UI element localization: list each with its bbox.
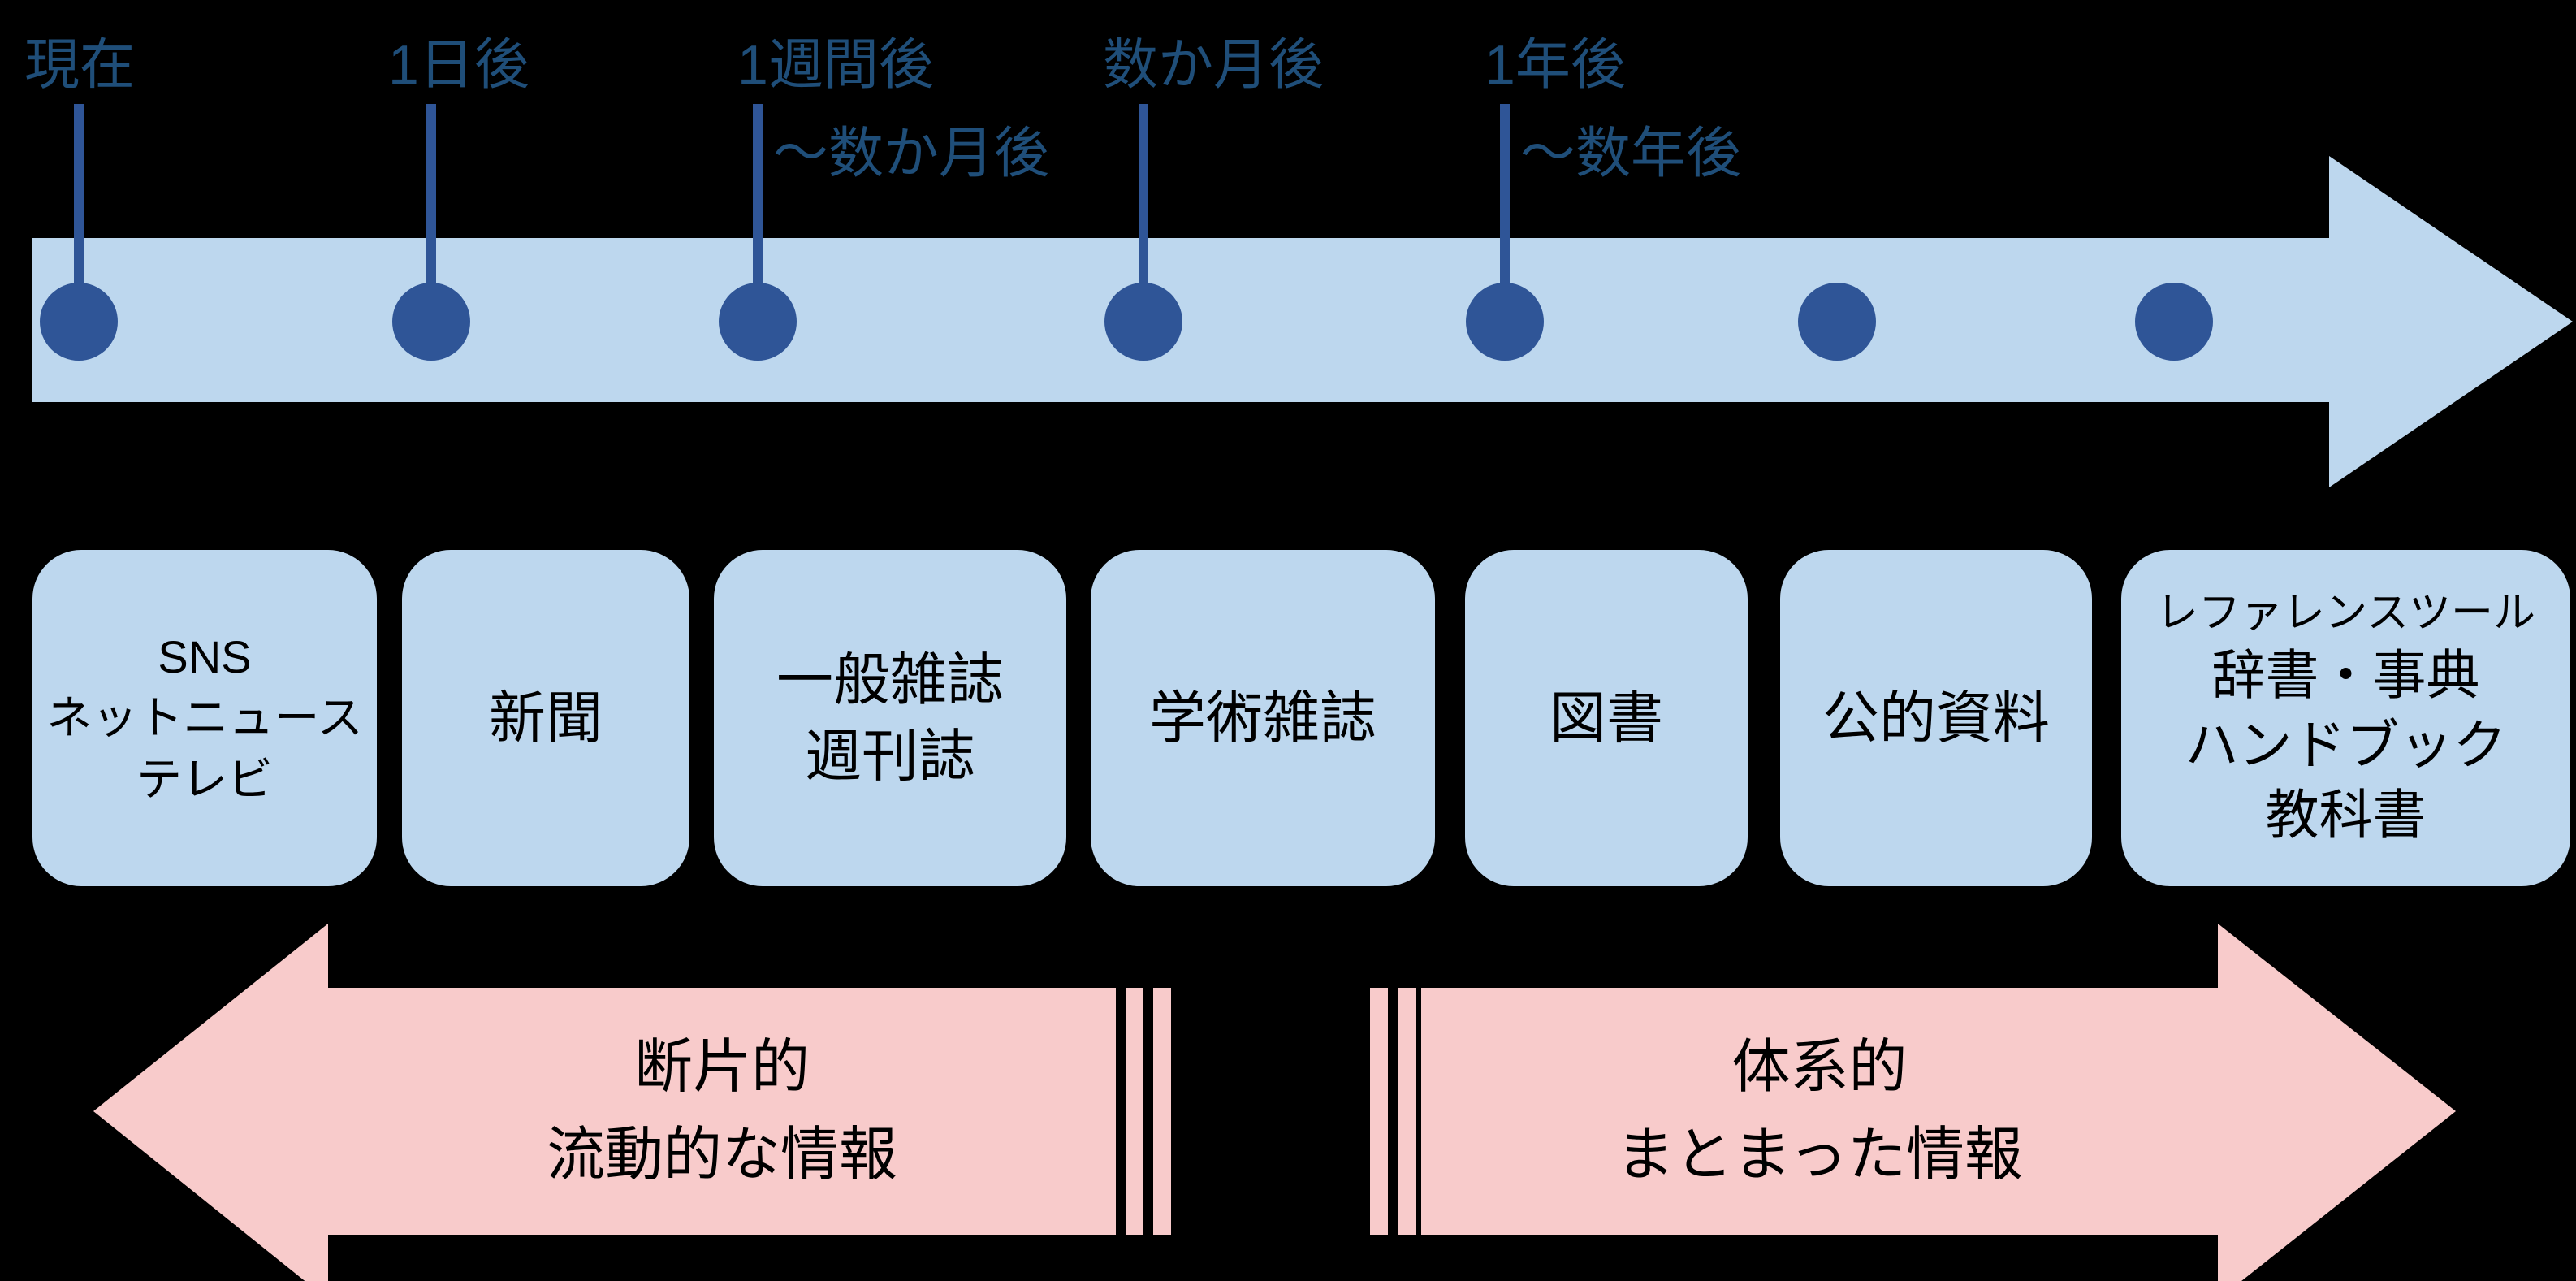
source-box-official-documents: 公的資料 <box>1780 550 2092 886</box>
timeline-label-months: 数か月後 <box>1103 21 1324 110</box>
timeline-tick <box>74 104 84 322</box>
source-box-magazines: 一般雑誌 週刊誌 <box>714 550 1066 886</box>
source-box-label: 公的資料 <box>1822 686 2050 750</box>
source-box-label: 一般雑誌 週刊誌 <box>776 647 1004 789</box>
timeline-label-text: 1週間後 <box>737 34 934 96</box>
source-box-label: 新聞 <box>489 686 603 750</box>
source-box-label-small: レファレンスツール <box>2156 589 2535 637</box>
arrow-break-stripe <box>1398 988 1416 1235</box>
timeline-dot <box>392 283 470 361</box>
timeline-label-now: 現在 <box>24 21 135 110</box>
source-box-newspaper: 新聞 <box>402 550 689 886</box>
source-box-label: 学術雑誌 <box>1149 686 1377 750</box>
timeline-label-text: 1年後 <box>1485 34 1626 96</box>
timeline-label-text: 現在 <box>24 34 136 96</box>
arrow-break-stripe <box>1153 988 1171 1235</box>
fragmentary-info-label: 断片的 流動的な情報 <box>546 1035 897 1188</box>
source-box-academic-journals: 学術雑誌 <box>1091 550 1435 886</box>
timeline-label-text-2: 〜数年後 <box>1520 122 1742 184</box>
timeline-dot <box>1798 283 1876 361</box>
timeline-label-1year: 1年後 〜数年後 <box>1485 21 1741 198</box>
timeline-dot <box>1466 283 1544 361</box>
systematic-info-label: 体系的 まとまった情報 <box>1615 1035 2024 1188</box>
timeline-label-1day: 1日後 <box>388 21 529 110</box>
source-box-label: SNS ネットニュース テレビ <box>46 630 363 805</box>
arrow-break-stripe <box>1126 988 1143 1235</box>
timeline-tick <box>753 104 763 322</box>
timeline-dot <box>40 283 118 361</box>
source-box-reference-tools: レファレンスツール 辞書・事典 ハンドブック 教科書 <box>2121 550 2570 886</box>
arrow-break-stripe <box>1370 988 1388 1235</box>
timeline-label-text-2: 〜数か月後 <box>773 122 1050 184</box>
source-box-books: 図書 <box>1465 550 1748 886</box>
timeline-tick <box>426 104 436 322</box>
timeline-dot <box>2135 283 2213 361</box>
timeline-label-1week: 1週間後 〜数か月後 <box>737 21 1049 198</box>
source-box-label: 辞書・事典 ハンドブック 教科書 <box>2185 645 2507 845</box>
source-box-label: 図書 <box>1549 686 1663 750</box>
source-box-sns: SNS ネットニュース テレビ <box>32 550 377 886</box>
timeline-tick <box>1500 104 1510 322</box>
timeline-tick <box>1139 104 1148 322</box>
timeline-label-text: 1日後 <box>388 34 529 96</box>
timeline-dot <box>719 283 797 361</box>
timeline-dot <box>1104 283 1182 361</box>
timeline-label-text: 数か月後 <box>1103 34 1325 96</box>
